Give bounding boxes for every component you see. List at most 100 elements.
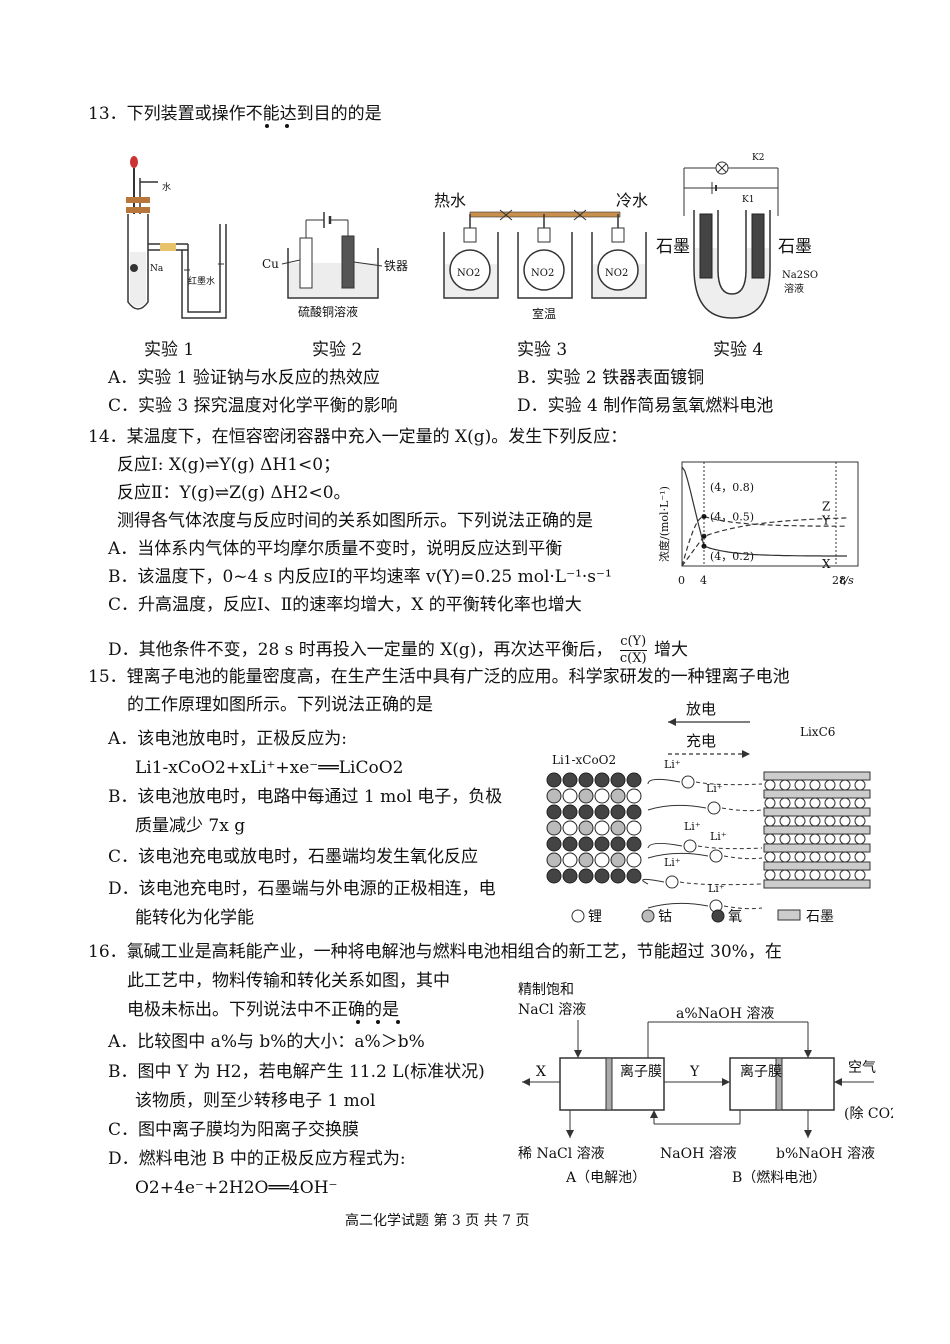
chart-ylabel: 浓度/(mol·L⁻¹) <box>657 486 671 562</box>
charge-arrow <box>695 781 763 786</box>
lattice-atom <box>546 836 562 852</box>
intercalated-li <box>854 797 866 809</box>
charge-arrow <box>721 807 763 812</box>
intercalated-li <box>839 869 851 881</box>
lattice-atom <box>626 836 642 852</box>
experiment-1-caption: 实验 1 <box>144 340 195 360</box>
li-ion <box>665 875 679 889</box>
intercalated-li <box>779 779 791 791</box>
q14-option-c: C．升高温度，反应Ⅰ、Ⅱ的速率均增大，X 的平衡转化率也增大 <box>108 595 582 615</box>
svg-text:充电: 充电 <box>686 732 716 750</box>
intercalated-li <box>854 815 866 827</box>
li-ion-label: Li⁺ <box>710 830 727 843</box>
q14-reaction-1: 反应Ⅰ: X(g)⇌Y(g) ΔH1<0； <box>117 455 341 475</box>
intercalated-li <box>794 779 806 791</box>
svg-text:空气: 空气 <box>848 1060 876 1076</box>
li-ion <box>681 775 695 789</box>
experiment-3-caption: 实验 3 <box>517 340 568 360</box>
emphasis-dot <box>356 1020 360 1024</box>
beaker-right: NO2 <box>591 227 647 299</box>
svg-text:Cu: Cu <box>262 257 279 271</box>
lattice-atom <box>546 868 562 884</box>
q14-option-b: B．该温度下，0~4 s 内反应Ⅰ的平均速率 v(Y)=0.25 mol·L⁻¹… <box>108 567 612 587</box>
li-ion-label: Li⁺ <box>708 882 725 895</box>
q16-option-b: B．图中 Y 为 H2，若电解产生 11.2 L(标准状况) <box>108 1062 485 1082</box>
charge-arrow <box>697 845 763 850</box>
intercalated-li <box>809 833 821 845</box>
lattice-atom <box>594 804 610 820</box>
ratio-fraction: c(Y) c(X) <box>619 634 647 667</box>
q13-option-c: C．实验 3 探究温度对化学平衡的影响 <box>108 396 398 416</box>
intercalated-li <box>854 833 866 845</box>
svg-text:NO2: NO2 <box>605 268 628 279</box>
intercalated-li <box>839 797 851 809</box>
svg-text:稀 NaCl 溶液: 稀 NaCl 溶液 <box>518 1146 605 1162</box>
svg-text:Na2SO4: Na2SO4 <box>782 270 818 281</box>
charge-arrow <box>723 855 763 860</box>
lattice-atom <box>610 804 626 820</box>
svg-text:b%NaOH 溶液: b%NaOH 溶液 <box>776 1146 875 1162</box>
experiment-4-figure: K2 K1 石墨 石墨 Na2SO4 溶液 <box>656 153 818 319</box>
q14-option-d-text: D．其他条件不变，28 s 时再投入一定量的 X(g)，再次达平衡后， <box>108 640 613 660</box>
lattice-atom <box>546 788 562 804</box>
graphite-layer <box>763 825 871 835</box>
intercalated-li <box>839 779 851 791</box>
lattice-atom <box>546 804 562 820</box>
intercalated-li <box>824 833 836 845</box>
intercalated-li <box>764 869 776 881</box>
lattice-atom <box>546 772 562 788</box>
svg-text:氧: 氧 <box>728 909 742 925</box>
svg-text:NO2: NO2 <box>457 268 480 279</box>
lattice-atom <box>594 836 610 852</box>
lattice-atom <box>610 852 626 868</box>
discharge-arrow <box>647 778 681 785</box>
q14-option-d-end: 增大 <box>653 640 688 660</box>
q15-stem-line-1: 15．锂离子电池的能量密度高，在生产生活中具有广泛的应用。科学家研发的一种锂离子… <box>88 667 790 687</box>
svg-text:Li1-xCoO2: Li1-xCoO2 <box>552 753 616 767</box>
intercalated-li <box>764 815 776 827</box>
x-tick-label: 4 <box>700 574 707 587</box>
intercalated-li <box>764 851 776 863</box>
svg-text:冷水: 冷水 <box>616 191 648 210</box>
q15-option-c: C．该电池充电或放电时，石墨端均发生氧化反应 <box>108 847 479 867</box>
discharge-arrow <box>647 842 683 849</box>
q14-lead: 测得各气体浓度与反应时间的关系如图所示。下列说法正确的是 <box>117 511 593 531</box>
intercalated-li <box>839 833 851 845</box>
svg-text:Na: Na <box>150 264 164 274</box>
annotation-p2: (4，0.5) <box>710 510 754 523</box>
svg-text:B（燃料电池）: B（燃料电池） <box>732 1169 826 1186</box>
li-ion <box>707 801 721 815</box>
lattice-atom <box>578 836 594 852</box>
intercalated-li <box>764 779 776 791</box>
discharge-arrow <box>647 804 707 811</box>
intercalated-li <box>779 851 791 863</box>
ratio-numerator: c(Y) <box>619 634 647 651</box>
q14-option-d: D．其他条件不变，28 s 时再投入一定量的 X(g)，再次达平衡后， c(Y)… <box>108 634 688 667</box>
intercalated-li <box>854 869 866 881</box>
lattice-atom <box>562 852 578 868</box>
series-line-X <box>681 466 847 557</box>
lattice-atom <box>562 772 578 788</box>
emphasis-dot <box>396 1020 400 1024</box>
intercalated-li <box>824 869 836 881</box>
svg-text:A（电解池）: A（电解池） <box>565 1170 646 1186</box>
lattice-atom <box>562 788 578 804</box>
intercalated-li <box>809 851 821 863</box>
q13-option-a: A．实验 1 验证钠与水反应的热效应 <box>108 368 380 388</box>
svg-text:NaOH 溶液: NaOH 溶液 <box>660 1146 737 1162</box>
data-point-Z <box>701 533 707 539</box>
intercalated-li <box>824 851 836 863</box>
intercalated-li <box>779 797 791 809</box>
graphite-layer <box>763 861 871 871</box>
lattice-atom <box>578 772 594 788</box>
svg-text:石墨: 石墨 <box>806 909 834 925</box>
annotation-p3: (4，0.2) <box>710 550 754 563</box>
svg-text:水: 水 <box>162 181 171 193</box>
series-label-Y: Y <box>821 513 831 527</box>
intercalated-li <box>854 851 866 863</box>
lattice-atom <box>626 820 642 836</box>
lattice-atom <box>578 804 594 820</box>
graphite-layer <box>763 771 871 781</box>
q15-option-d-cont: 能转化为化学能 <box>135 908 254 928</box>
